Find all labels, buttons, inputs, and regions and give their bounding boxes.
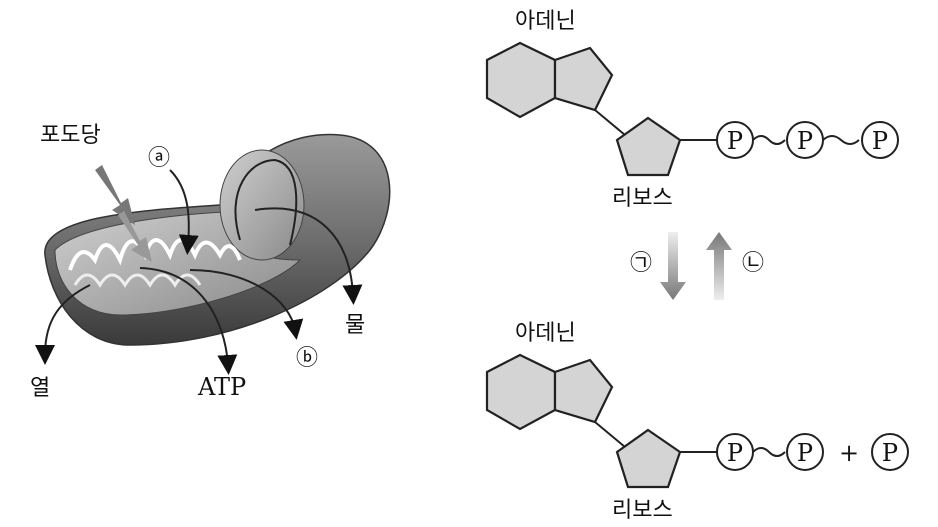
- svg-text:P: P: [882, 439, 898, 467]
- adenine-pentagon: [553, 358, 614, 424]
- marker-a: ⓐ: [148, 146, 170, 171]
- up-arrow: [706, 232, 732, 300]
- marker-b: ⓑ: [296, 346, 318, 371]
- ribose-pentagon: [615, 116, 682, 177]
- atp-label: ATP: [197, 373, 246, 401]
- down-arrow: [660, 232, 686, 300]
- svg-text:P: P: [727, 127, 743, 155]
- forward-label: ㉠: [630, 251, 652, 276]
- svg-text:P: P: [727, 439, 743, 467]
- adenine-hexagon: [485, 41, 557, 119]
- adenine-pentagon: [553, 46, 614, 112]
- adp-molecule: 아데닌 리보스 P P + P: [485, 321, 909, 523]
- adenine-label: 아데닌: [515, 9, 576, 34]
- reverse-label: ㉡: [742, 251, 764, 276]
- svg-text:P: P: [797, 127, 813, 155]
- atp-molecule: 아데닌 리보스 P P P: [485, 9, 899, 211]
- ribose-pentagon: [615, 428, 682, 489]
- heat-label: 열: [30, 376, 50, 401]
- mitochondrion-illustration: [35, 133, 391, 375]
- ribose-label: 리보스: [612, 186, 673, 211]
- plus-sign: +: [839, 439, 859, 467]
- glucose-label: 포도당: [40, 123, 101, 148]
- reaction-arrows: ㉠ ㉡: [630, 232, 764, 300]
- adenine-label: 아데닌: [515, 321, 576, 346]
- ribose-label: 리보스: [612, 498, 673, 523]
- water-label: 물: [345, 313, 365, 338]
- phosphate-2: [786, 433, 824, 471]
- phosphate-3: [861, 121, 899, 159]
- adenine-hexagon: [485, 353, 557, 431]
- svg-text:P: P: [797, 439, 813, 467]
- free-phosphate: [871, 433, 909, 471]
- svg-text:P: P: [872, 127, 888, 155]
